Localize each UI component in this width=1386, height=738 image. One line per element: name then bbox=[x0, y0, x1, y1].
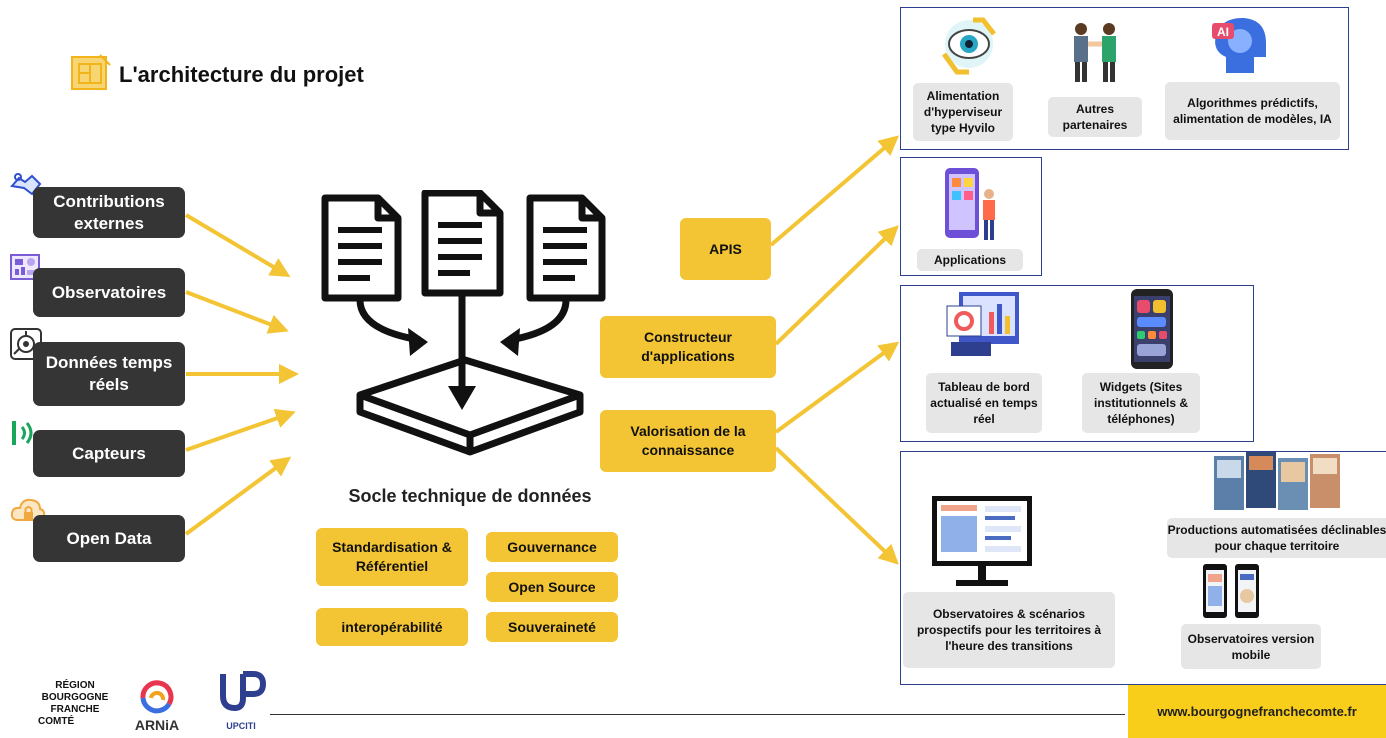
arrow-capteurs bbox=[185, 408, 296, 452]
platform-title: Socle technique de données bbox=[348, 486, 592, 506]
region-logo-line: COMTÉ bbox=[38, 716, 75, 727]
mobile-app-builder-icon bbox=[945, 168, 995, 240]
report-thumbnails-icon bbox=[1214, 452, 1340, 510]
arrow-observatoires bbox=[185, 290, 289, 334]
tag-open-source: Open Source bbox=[486, 572, 618, 602]
region-logo-line: RÉGION bbox=[55, 680, 95, 691]
blueprint-icon bbox=[70, 53, 112, 93]
integration-hyperviseur: Alimentation d'hyperviseur type Hyvilo bbox=[913, 83, 1013, 141]
dashboard-screen-icon bbox=[946, 292, 1019, 356]
source-open-data: Open Data bbox=[33, 515, 185, 562]
eye-sensor-icon bbox=[941, 17, 996, 75]
dashboard-tableau-de-bord: Tableau de bord actualisé en temps réel bbox=[926, 373, 1042, 433]
source-observatoires: Observatoires bbox=[33, 268, 185, 317]
output-constructeur: Constructeur d'applications bbox=[600, 316, 776, 378]
region-logo: RÉGION BOURGOGNE FRANCHE COMTÉ bbox=[38, 680, 112, 728]
upciti-logo-text: UPCITI bbox=[226, 721, 256, 731]
tag-gouvernance: Gouvernance bbox=[486, 532, 618, 562]
arrow-valorisation-up bbox=[774, 341, 900, 434]
tag-standardisation: Standardisation & Référentiel bbox=[316, 528, 468, 586]
smartphone-widgets-icon bbox=[1131, 289, 1173, 369]
arnia-logo: ARNiA bbox=[129, 680, 185, 738]
monitor-report-icon bbox=[932, 496, 1032, 586]
partners-handshake-icon bbox=[1074, 23, 1116, 82]
region-logo-line: FRANCHE bbox=[50, 704, 100, 715]
panel-observatoires: Observatoires & scénarios prospectifs po… bbox=[900, 451, 1386, 685]
region-logo-line: BOURGOGNE bbox=[41, 692, 109, 703]
arrow-contributions bbox=[184, 213, 291, 278]
integration-applications: Applications bbox=[917, 249, 1023, 271]
arrow-apis bbox=[769, 135, 900, 247]
mobile-report-icon bbox=[1203, 564, 1259, 618]
footer-divider bbox=[270, 714, 1125, 715]
source-donnees-temps-reels: Données temps réels bbox=[33, 342, 185, 406]
arrow-constructeur bbox=[774, 225, 899, 346]
dashboard-widgets: Widgets (Sites institutionnels & télépho… bbox=[1082, 373, 1200, 433]
ai-badge: AI bbox=[1217, 25, 1229, 39]
observatoires-productions: Productions automatisées déclinables pou… bbox=[1167, 518, 1386, 558]
arrow-valorisation-down bbox=[774, 446, 899, 565]
panel-integrations: Alimentation d'hyperviseur type Hyvilo A… bbox=[900, 7, 1349, 150]
data-platform-icon bbox=[321, 190, 606, 456]
tag-interoperabilite: interopérabilité bbox=[316, 608, 468, 646]
panel-valorisation-dashboards: Tableau de bord actualisé en temps réel … bbox=[900, 285, 1254, 442]
source-capteurs: Capteurs bbox=[33, 430, 185, 477]
ai-head-icon: AI bbox=[1212, 17, 1266, 73]
arrow-opendata bbox=[184, 456, 292, 536]
source-contributions-externes: Contributions externes bbox=[33, 187, 185, 238]
observatoires-scenarios: Observatoires & scénarios prospectifs po… bbox=[903, 592, 1115, 668]
upciti-logo: UPCITI bbox=[213, 668, 269, 734]
arnia-logo-text: ARNiA bbox=[134, 717, 180, 733]
integration-algorithmes: Algorithmes prédictifs, alimentation de … bbox=[1165, 82, 1340, 140]
page-title: L'architecture du projet bbox=[119, 62, 364, 87]
tag-souverainete: Souveraineté bbox=[486, 612, 618, 642]
panel-applications: Applications bbox=[900, 157, 1042, 276]
integration-partenaires: Autres partenaires bbox=[1048, 97, 1142, 137]
signal-waves-icon bbox=[10, 417, 40, 447]
output-apis: APIS bbox=[680, 218, 771, 280]
output-valorisation: Valorisation de la connaissance bbox=[600, 410, 776, 472]
website-url[interactable]: www.bourgognefranchecomte.fr bbox=[1128, 685, 1386, 738]
observatoires-mobile: Observatoires version mobile bbox=[1181, 624, 1321, 669]
